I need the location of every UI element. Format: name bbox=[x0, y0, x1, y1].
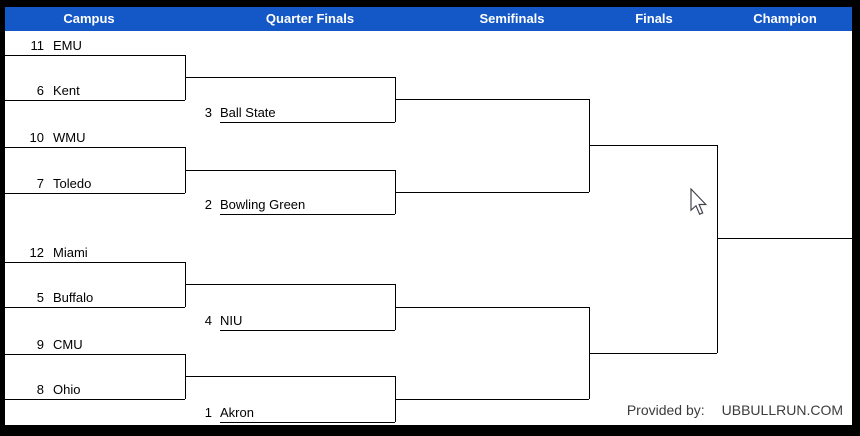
bracket-line bbox=[589, 353, 717, 354]
team-name: Ohio bbox=[53, 382, 81, 397]
team-name: WMU bbox=[53, 130, 86, 145]
campus-team-kent: 6 Kent bbox=[5, 83, 80, 99]
header-column-quarter-finals: Quarter Finals bbox=[265, 11, 355, 26]
team-seed: 2 bbox=[204, 197, 212, 212]
bracket-line bbox=[5, 193, 185, 194]
team-name: Ball State bbox=[220, 105, 276, 120]
campus-team-cmu: 9 CMU bbox=[5, 337, 83, 353]
site-name: UBBULLRUN.COM bbox=[721, 402, 843, 418]
bracket-line bbox=[395, 192, 589, 193]
team-seed: 4 bbox=[204, 313, 212, 328]
bracket-line bbox=[220, 122, 395, 123]
campus-team-wmu: 10 WMU bbox=[5, 130, 86, 146]
bracket-line bbox=[717, 238, 852, 239]
bracket-line bbox=[5, 55, 185, 56]
team-name: Toledo bbox=[53, 176, 92, 191]
team-name: Kent bbox=[53, 83, 80, 98]
bracket-line bbox=[395, 399, 589, 400]
qf-team-akron: 1 Akron bbox=[170, 405, 254, 421]
team-name: Buffalo bbox=[53, 290, 94, 305]
bracket-line bbox=[220, 214, 395, 215]
bracket-line bbox=[185, 77, 395, 78]
team-seed: 6 bbox=[36, 83, 44, 98]
team-seed: 11 bbox=[30, 38, 45, 53]
column-header-bar bbox=[5, 7, 852, 31]
bracket-line bbox=[220, 422, 395, 423]
qf-team-ball-state: 3 Ball State bbox=[170, 105, 276, 121]
bracket-connector bbox=[717, 145, 718, 353]
bracket-canvas bbox=[5, 7, 852, 425]
bracket-line bbox=[5, 307, 185, 308]
campus-team-emu: 11 EMU bbox=[5, 38, 82, 54]
team-name: Akron bbox=[220, 405, 254, 420]
header-column-champion: Champion bbox=[753, 11, 817, 26]
team-seed: 12 bbox=[29, 245, 44, 260]
bracket-line bbox=[5, 399, 185, 400]
bracket-line bbox=[395, 307, 589, 308]
provided-by-label: Provided by: bbox=[626, 402, 705, 418]
footer-credit: Provided by: UBBULLRUN.COM bbox=[627, 402, 843, 419]
bracket-line bbox=[589, 145, 717, 146]
campus-team-miami: 12 Miami bbox=[5, 245, 88, 261]
team-seed: 8 bbox=[36, 382, 44, 397]
qf-team-niu: 4 NIU bbox=[170, 313, 243, 329]
campus-team-toledo: 7 Toledo bbox=[5, 176, 92, 192]
campus-team-buffalo: 5 Buffalo bbox=[5, 290, 93, 306]
qf-team-bowling-green: 2 Bowling Green bbox=[170, 197, 306, 213]
team-seed: 10 bbox=[29, 130, 44, 145]
bracket-line bbox=[5, 262, 185, 263]
header-column-semifinals: Semifinals bbox=[479, 11, 545, 26]
team-name: NIU bbox=[220, 313, 243, 328]
team-seed: 9 bbox=[36, 337, 44, 352]
team-seed: 3 bbox=[204, 105, 212, 120]
campus-team-ohio: 8 Ohio bbox=[5, 382, 81, 398]
bracket-line bbox=[220, 330, 395, 331]
team-name: EMU bbox=[53, 38, 82, 53]
team-seed: 1 bbox=[204, 405, 212, 420]
bracket-line bbox=[395, 99, 589, 100]
team-name: Bowling Green bbox=[220, 197, 306, 212]
bracket-line bbox=[185, 170, 395, 171]
header-column-campus: Campus bbox=[63, 11, 115, 26]
mouse-cursor-icon bbox=[690, 188, 708, 215]
header-column-finals: Finals bbox=[635, 11, 673, 26]
team-name: CMU bbox=[53, 337, 83, 352]
bracket-line bbox=[185, 284, 395, 285]
bracket-line bbox=[5, 147, 185, 148]
team-seed: 7 bbox=[36, 176, 44, 191]
bracket-line bbox=[5, 354, 185, 355]
bracket-line bbox=[185, 376, 395, 377]
team-name: Miami bbox=[53, 245, 88, 260]
bracket-line bbox=[5, 100, 185, 101]
team-seed: 5 bbox=[36, 290, 44, 305]
